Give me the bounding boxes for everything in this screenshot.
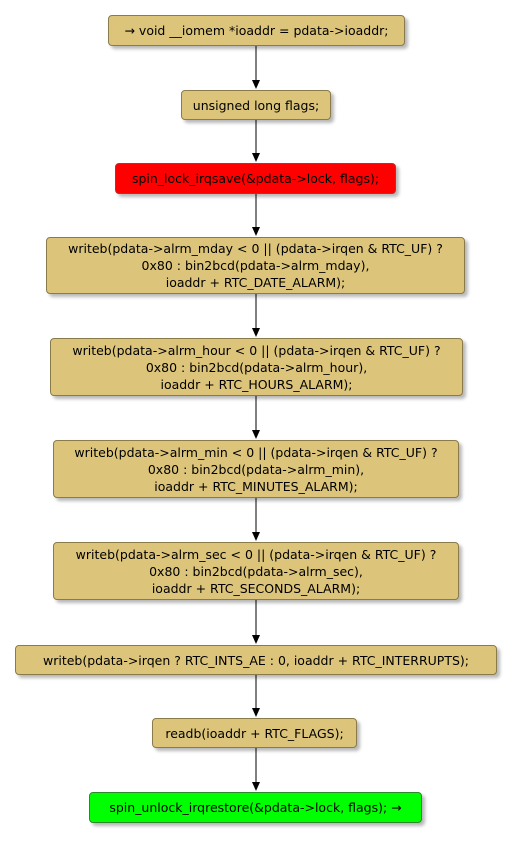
code-line: unsigned long flags;: [192, 97, 320, 113]
code-line: 0x80 : bin2bcd(pdata->alrm_sec),: [149, 563, 363, 579]
flow-step-spin-unlock: spin_unlock_irqrestore(&pdata->lock, fla…: [89, 792, 422, 823]
code-line: ioaddr + RTC_MINUTES_ALARM);: [154, 478, 358, 494]
code-line: writeb(pdata->alrm_hour < 0 || (pdata->i…: [72, 342, 441, 358]
flow-step-flags-decl: unsigned long flags;: [181, 90, 331, 120]
connector-arrowhead: [252, 430, 260, 439]
flow-step-write-sec-alarm: writeb(pdata->alrm_sec < 0 || (pdata->ir…: [53, 542, 459, 600]
flow-step-write-interrupts: writeb(pdata->irqen ? RTC_INTS_AE : 0, i…: [15, 645, 497, 675]
code-line: readb(ioaddr + RTC_FLAGS);: [165, 725, 344, 741]
code-line: 0x80 : bin2bcd(pdata->alrm_hour),: [145, 359, 368, 375]
flow-step-read-flags: readb(ioaddr + RTC_FLAGS);: [152, 718, 357, 748]
code-line: spin_lock_irqsave(&pdata->lock, flags);: [131, 171, 380, 186]
flow-step-ioaddr-decl: → void __iomem *ioaddr = pdata->ioaddr;: [108, 15, 405, 46]
code-line: writeb(pdata->irqen ? RTC_INTS_AE : 0, i…: [42, 652, 469, 668]
connector-arrowhead: [252, 153, 260, 162]
code-line: ioaddr + RTC_HOURS_ALARM);: [160, 376, 353, 392]
code-line: 0x80 : bin2bcd(pdata->alrm_min),: [147, 461, 365, 477]
connector-arrowhead: [252, 80, 260, 89]
flow-step-write-hour-alarm: writeb(pdata->alrm_hour < 0 || (pdata->i…: [50, 338, 463, 396]
connector-arrowhead: [252, 328, 260, 337]
code-line: writeb(pdata->alrm_min < 0 || (pdata->ir…: [74, 444, 438, 460]
code-line: ioaddr + RTC_DATE_ALARM);: [165, 275, 346, 290]
flow-step-write-mday-alarm: writeb(pdata->alrm_mday < 0 || (pdata->i…: [46, 237, 465, 294]
flow-step-spin-lock: spin_lock_irqsave(&pdata->lock, flags);: [115, 163, 396, 194]
code-line: spin_unlock_irqrestore(&pdata->lock, fla…: [109, 800, 402, 815]
code-line: writeb(pdata->alrm_sec < 0 || (pdata->ir…: [75, 546, 437, 562]
connector-arrowhead: [252, 635, 260, 644]
code-line: writeb(pdata->alrm_mday < 0 || (pdata->i…: [68, 241, 443, 256]
code-line: ioaddr + RTC_SECONDS_ALARM);: [151, 580, 361, 596]
connector-arrowhead: [252, 708, 260, 717]
flow-step-write-min-alarm: writeb(pdata->alrm_min < 0 || (pdata->ir…: [53, 440, 459, 498]
connector-arrowhead: [252, 532, 260, 541]
code-line: 0x80 : bin2bcd(pdata->alrm_mday),: [141, 258, 370, 273]
connector-arrowhead: [252, 782, 260, 791]
code-line: → void __iomem *ioaddr = pdata->ioaddr;: [124, 23, 389, 38]
connector-arrowhead: [252, 227, 260, 236]
